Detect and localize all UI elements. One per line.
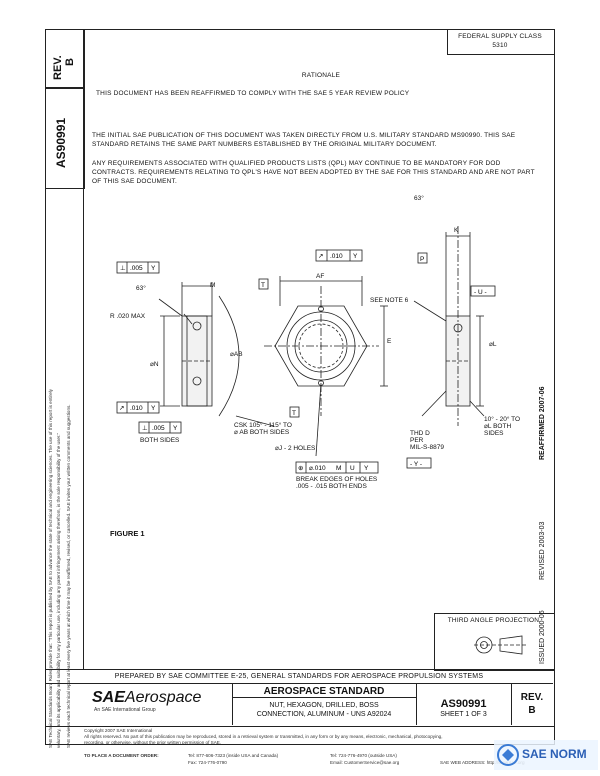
fcf-center-bot [295,461,379,474]
footer-tel-1: Tel: 877-606-7323 (inside USA and Canada… [188,753,279,758]
label-angle-right: 63° [414,194,424,202]
paragraph-1: THE INITIAL SAE PUBLICATION OF THIS DOCU… [92,132,516,148]
title-block-col3 [511,683,512,725]
label-datum-y: - Y - [410,461,422,468]
fcf-left-bot [138,421,182,434]
svg-text:⊥: ⊥ [120,265,126,272]
sheet-border [45,29,555,745]
projection-symbol [474,635,526,655]
left-view [160,282,240,417]
svg-text:↗: ↗ [318,253,323,260]
doc-number-vertical: AS90991 [54,117,68,168]
rationale-title: RATIONALE [301,72,341,79]
title-block-divider [45,683,553,684]
svg-text:⊥: ⊥ [142,425,148,432]
footer-tel-2: Tel: 724-776-4970 (outside USA) [330,753,397,758]
right-view [445,226,484,426]
fcf-center-bot-datum-u: U [350,465,355,472]
svg-text:↗: ↗ [119,405,124,412]
fcf-left-mid-datum: Y [151,405,156,412]
label-k: K [454,227,459,234]
federal-supply-class-box [447,29,555,55]
docnum-box-left [45,87,85,189]
technical-drawing: ⊥ .005 Y ↗ .010 Y ⊥ .005 Y ↗ .010 Y ⊕ ⌀.… [110,194,521,538]
fcf-center-top [315,249,363,262]
label-af: AF [316,273,324,280]
label-phi-ab: ⌀AB [230,351,243,358]
footer-copyright: Copyright 2007 SAE International [84,728,153,733]
paragraph-2: ANY REQUIREMENTS ASSOCIATED WITH QUALIFI… [92,160,535,185]
footer-email: Email: CustomerService@sae.org [330,760,400,765]
fcf-left-top-datum: Y [151,265,156,272]
fcf-center-top-value: .010 [330,253,343,260]
label-datum-u: - U - [474,289,487,296]
fcf-center-bot-value: ⌀.010 [309,465,326,472]
footer-web: SAE WEB ADDRESS: http://www.sae.org [440,760,525,765]
margin-disclaimer-2: voluntary, and its applicability and sui… [56,432,61,748]
label-m: M [210,282,215,289]
watermark-icon [497,744,519,766]
front-view [264,276,388,416]
title-line-2: CONNECTION, ALUMINUM - UNS A92024 [256,711,392,718]
title-line-1: NUT, HEXAGON, DRILLED, BOSS [269,702,379,709]
standard-label: AEROSPACE STANDARD [263,686,385,697]
federal-supply-class-label: FEDERAL SUPPLY CLASS [458,33,542,40]
federal-supply-class-value: 5310 [492,42,508,49]
svg-text:⊕: ⊕ [298,465,304,472]
label-t2: T [292,410,296,417]
footer-order-label: TO PLACE A DOCUMENT ORDER: [84,753,159,758]
fcf-center-top-datum: Y [353,253,358,260]
fcf-center-bot-datum-y: Y [364,465,369,472]
fcf-center-bot-modifier: M [336,465,341,472]
label-chamfer: 10° - 20° TO ⌀L BOTH SIDES [484,416,521,437]
label-r-max: R .020 MAX [110,313,146,320]
label-p: P [420,256,424,263]
watermark-text: SAE NORM [522,747,587,761]
footer-fax: Fax: 724-776-0790 [188,760,227,765]
fcf-left-top-value: .005 [130,265,143,272]
left-column-border [83,29,84,669]
projection-title: THIRD ANGLE PROJECTION [447,617,540,624]
title-block [45,669,555,727]
title-block-hline [232,697,416,698]
label-see-note: SEE NOTE 6 [370,297,409,304]
rationale-text: THIS DOCUMENT HAS BEEN REAFFIRMED TO COM… [96,90,410,97]
label-angle-left: 63° [136,284,146,292]
logo-tagline: An SAE International Group [94,707,156,713]
label-thread: THD D PER MIL-S-8879 [410,430,444,451]
sae-logo-text: SAE [92,689,125,706]
aerospace-logo-text: Aerospace [124,689,202,706]
figure-caption: FIGURE 1 [110,529,145,538]
rev-label-vertical: REV. [52,55,64,80]
fcf-left-bot-datum: Y [173,425,178,432]
fcf-left-top [116,261,160,274]
footer-rights-2: recording, or otherwise, without the pri… [84,740,222,745]
title-rev-label: REV. [520,692,544,703]
label-holes: ⌀J - 2 HOLES [275,445,316,452]
label-t1: T [261,282,265,289]
label-e: E [387,338,392,345]
title-block-col2 [416,683,417,725]
fcf-left-bot-value: .005 [152,425,165,432]
label-phi-l: ⌀L [489,341,497,348]
title-sheet: SHEET 1 OF 3 [440,711,487,718]
label-csk: CSK 105° - 115° TO ⌀ AB BOTH SIDES [234,422,292,436]
title-doc-number: AS90991 [440,698,487,710]
margin-disclaimer-3: SAE reviews each technical report at lea… [66,404,71,748]
label-break-edges: BREAK EDGES OF HOLES .005 - .015 BOTH EN… [296,476,378,490]
footer-rights: All rights reserved. No part of this pub… [84,734,443,739]
projection-box [434,613,555,671]
label-both-sides: BOTH SIDES [140,437,180,444]
sae-norm-watermark: SAE NORM [494,740,598,770]
sae-logo: SAEAerospace An SAE International Group [92,689,222,713]
rev-box-left [45,29,85,89]
title-rev-value: B [528,705,536,716]
prepared-by: PREPARED BY SAE COMMITTEE E-25, GENERAL … [114,673,484,680]
title-block-col1 [232,683,233,725]
margin-disclaimer-1: SAE Technical Standards Board Rules prov… [48,389,53,748]
rev-value-vertical: B [64,58,76,66]
fcf-left-mid-value: .010 [130,405,143,412]
fcf-left-mid [116,401,160,414]
label-phi-n: ⌀N [150,361,159,368]
